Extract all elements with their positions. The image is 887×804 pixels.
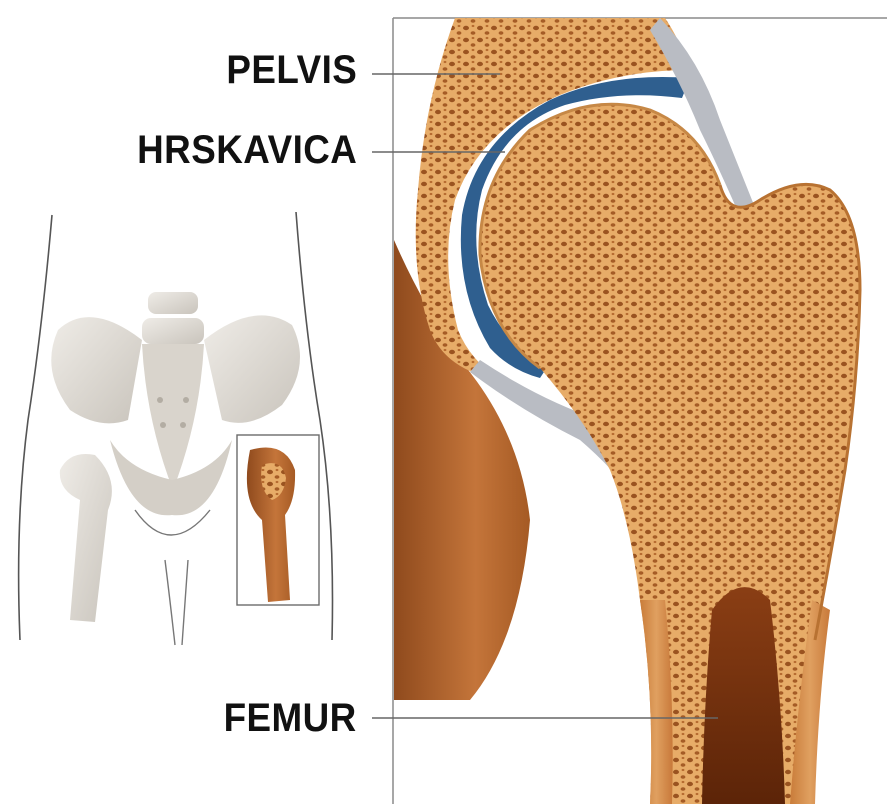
femur-label: FEMUR	[224, 696, 357, 741]
right-iliac-wing	[204, 315, 300, 422]
vertebra	[148, 292, 198, 314]
leg-gap-outline	[165, 560, 188, 645]
left-femur-overview	[60, 454, 112, 622]
cartilage-label: HRSKAVICA	[137, 128, 357, 173]
body-outline-left	[19, 215, 52, 640]
vertebra	[142, 318, 204, 344]
overview-skeleton	[51, 292, 319, 622]
sacrum	[142, 344, 204, 490]
body-outline-right	[296, 212, 333, 640]
left-iliac-wing	[51, 317, 142, 423]
pelvis-label: PELVIS	[226, 48, 357, 93]
cross-section-panel	[393, 18, 887, 804]
